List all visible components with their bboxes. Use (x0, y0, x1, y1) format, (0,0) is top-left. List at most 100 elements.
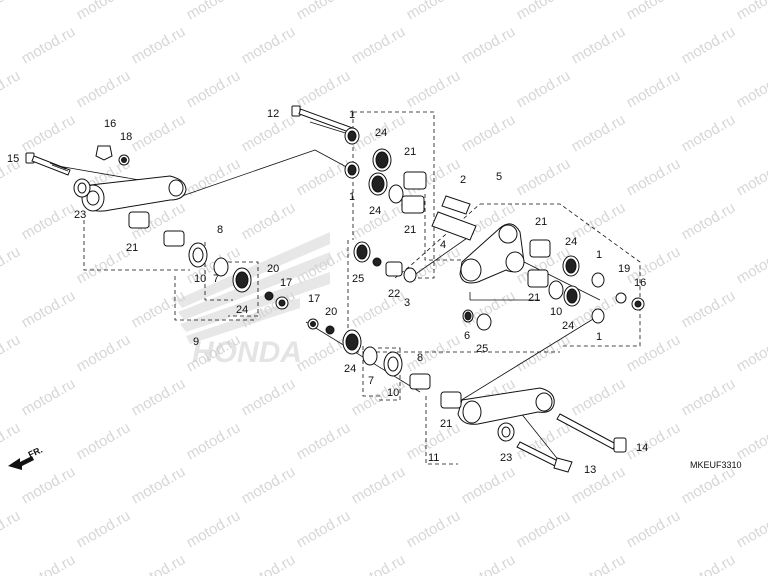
callout-label: 17 (280, 277, 292, 289)
watermark-text: motod.ru (679, 375, 739, 419)
watermark-text: motod.ru (349, 551, 409, 576)
callout-label: 6 (464, 330, 470, 342)
watermark-text: motod.ru (74, 0, 134, 23)
callout-label: 1 (596, 331, 602, 343)
watermark-text: motod.ru (514, 331, 574, 375)
honda-wing-logo: HONDA (176, 232, 330, 369)
callout-label: 10 (194, 273, 206, 285)
watermark-text: motod.ru (294, 155, 354, 199)
watermark-text: motod.ru (0, 331, 23, 375)
watermark-text: motod.ru (514, 155, 574, 199)
bolt-15 (25, 152, 71, 176)
callout-label: 23 (74, 209, 86, 221)
watermark-text: motod.ru (184, 67, 244, 111)
watermark-text: motod.ru (624, 243, 684, 287)
watermark-text: motod.ru (734, 243, 768, 287)
watermark-text: motod.ru (19, 23, 79, 67)
callout-label: 2 (460, 174, 466, 186)
callout-label: 22 (388, 288, 400, 300)
callout-label: 21 (440, 418, 452, 430)
watermark-text: motod.ru (349, 23, 409, 67)
watermark-text: motod.ru (129, 111, 189, 155)
callout-label: 24 (565, 236, 577, 248)
watermark-text: motod.ru (294, 0, 354, 23)
watermark-text: motod.ru (459, 463, 519, 507)
watermark-text: motod.ru (74, 67, 134, 111)
watermark-text: motod.ru (129, 375, 189, 419)
watermark-text: motod.ru (734, 331, 768, 375)
watermark-text: motod.ru (514, 507, 574, 551)
callout-label: 24 (344, 363, 356, 375)
front-direction-arrow: FR. (8, 445, 44, 470)
watermark-text: motod.ru (459, 23, 519, 67)
watermark-text: motod.ru (404, 0, 464, 23)
callout-label: 21 (126, 242, 138, 254)
callout-label: 20 (267, 263, 279, 275)
callout-label: 16 (104, 118, 116, 130)
watermark-text: motod.ru (624, 419, 684, 463)
watermark-text: motod.ru (74, 331, 134, 375)
callout-label: 20 (325, 306, 337, 318)
watermark-text: motod.ru (569, 23, 629, 67)
fr-label: FR. (27, 445, 44, 460)
watermark-text: motod.ru (734, 67, 768, 111)
watermark-text: motod.ru (679, 551, 739, 576)
watermark-text: motod.ru (129, 23, 189, 67)
watermark-text: motod.ru (569, 199, 629, 243)
watermark-text: motod.ru (404, 507, 464, 551)
shock-link-arm (459, 223, 525, 284)
watermark-text: motod.ru (0, 0, 23, 23)
callout-label: 1 (349, 109, 355, 121)
watermark-text: motod.ru (239, 199, 299, 243)
watermark-text: motod.ru (679, 199, 739, 243)
callout-label: 21 (404, 224, 416, 236)
watermark-text: motod.ru (294, 419, 354, 463)
callout-label: 4 (440, 239, 446, 251)
watermark-text: motod.ru (294, 507, 354, 551)
watermark-text: motod.ru (624, 331, 684, 375)
callout-layer: 1111234567788910101011121314151617171819… (7, 108, 648, 476)
callout-label: 1 (596, 249, 602, 261)
watermark-text: motod.ru (569, 111, 629, 155)
callout-label: 8 (217, 224, 223, 236)
watermark-text: motod.ru (734, 419, 768, 463)
watermark-text: motod.ru (239, 551, 299, 576)
watermark-text: motod.ru (184, 419, 244, 463)
callout-label: 18 (120, 131, 132, 143)
watermark-text: motod.ru (0, 419, 23, 463)
connecting-rod-left (81, 175, 187, 212)
callout-label: 8 (417, 352, 423, 364)
watermark-text: motod.ru (514, 67, 574, 111)
small-parts (73, 127, 645, 442)
watermark-text: motod.ru (624, 507, 684, 551)
callout-label: 19 (618, 263, 630, 275)
watermark-text: motod.ru (569, 551, 629, 576)
watermark-text: motod.ru (734, 507, 768, 551)
watermark-text: motod.ru (74, 419, 134, 463)
watermark-text: motod.ru (349, 463, 409, 507)
watermark-text: motod.ru (0, 243, 23, 287)
callout-label: 3 (404, 297, 410, 309)
bolt-14 (556, 413, 627, 453)
callout-label: 11 (428, 452, 439, 464)
watermark-text: motod.ru (74, 507, 134, 551)
watermark-text: motod.ru (349, 375, 409, 419)
callout-label: 15 (7, 153, 19, 165)
watermark-text: motod.ru (294, 67, 354, 111)
watermark-text: motod.ru (184, 0, 244, 23)
callout-label: 17 (308, 293, 320, 305)
watermark-text: motod.ru (129, 463, 189, 507)
watermark-text: motod.ru (239, 23, 299, 67)
callout-label: 24 (369, 205, 381, 217)
callout-label: 9 (193, 336, 199, 348)
diagram-code: MKEUF3310 (690, 460, 742, 470)
callout-label: 13 (584, 464, 596, 476)
watermark-text: motod.ru (569, 463, 629, 507)
callout-label: 23 (500, 452, 512, 464)
watermark-text: motod.ru (459, 551, 519, 576)
watermark-text: motod.ru (459, 111, 519, 155)
callout-label: 24 (562, 320, 574, 332)
callout-label: 10 (387, 387, 399, 399)
watermark-text: motod.ru (624, 155, 684, 199)
